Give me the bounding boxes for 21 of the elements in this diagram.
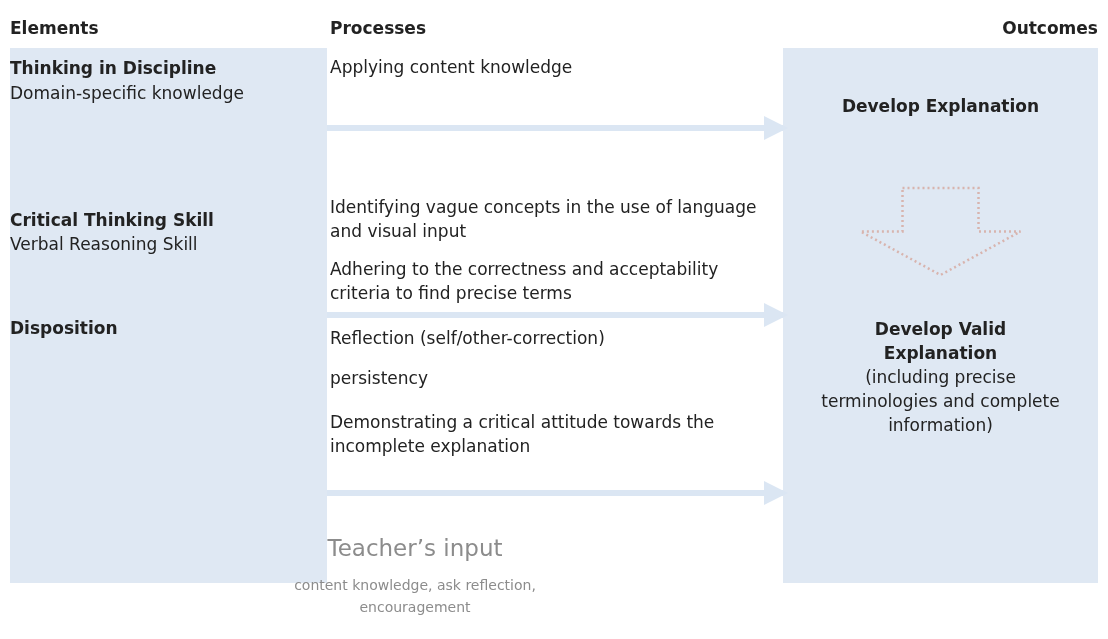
column-header: Outcomes: [1001, 17, 1098, 40]
heading-text: Develop Explanation: [840, 95, 1041, 118]
process-text: Applying content knowledge: [330, 56, 574, 79]
block-arrow: [859, 186, 1022, 277]
body-text: Domain-specific knowledge: [10, 82, 245, 105]
outcomes-panel: [783, 48, 1098, 583]
process-text: Reflection (self/other-correction): [330, 327, 606, 350]
heading-text: Critical Thinking Skill: [10, 209, 215, 232]
process-text: Adhering to the correctness and acceptability criteria to find precise terms: [330, 258, 720, 305]
process-text: Identifying vague concepts in the use of language and visual input: [330, 196, 758, 243]
input-text: content knowledge, ask reflection, encouragement: [293, 576, 537, 617]
input-heading: Teacher’s input: [326, 534, 504, 563]
column-header: Elements: [10, 17, 100, 40]
column-header: Processes: [330, 17, 427, 40]
heading-text: Thinking in Discipline: [10, 57, 218, 80]
body-text: Verbal Reasoning Skill: [10, 233, 199, 256]
heading-text: Disposition: [10, 317, 119, 340]
process-text: Demonstrating a critical attitude towards the incomplete explanation: [330, 411, 716, 458]
process-text: persistency: [330, 367, 429, 390]
heading-text: Develop Valid Explanation: [873, 318, 1008, 365]
body-text: (including precise terminologies and complete information): [820, 366, 1061, 437]
